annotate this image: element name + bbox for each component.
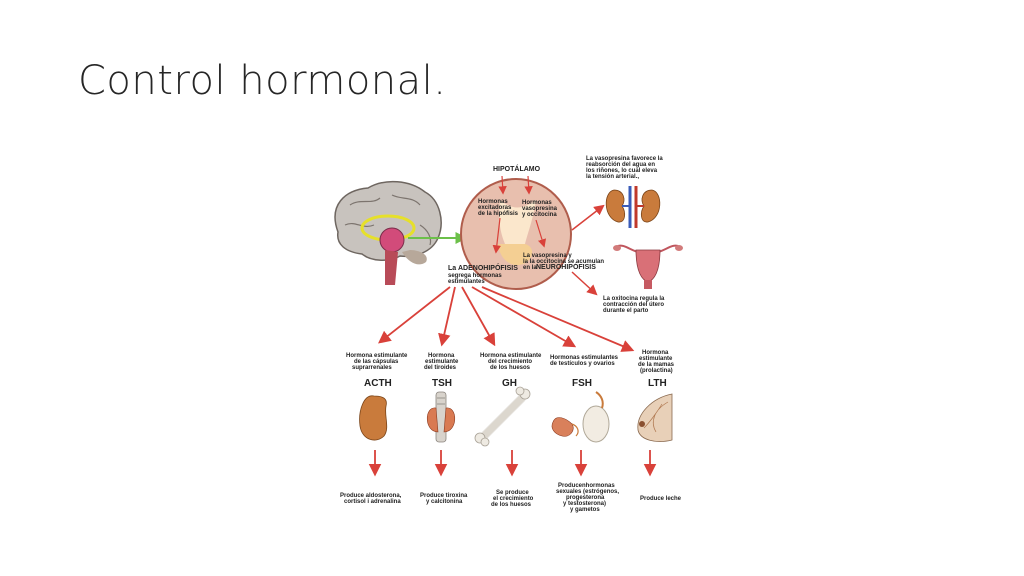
tsh-effect-line-1: Produce tiroxina bbox=[420, 493, 468, 499]
fsh-effect-line-2: sexuales (estrógenos, bbox=[556, 489, 619, 495]
neuro-note-line-1: La vasopresina y bbox=[523, 253, 572, 259]
fsh-effect-line-4: y testosterona) bbox=[563, 501, 606, 507]
tsh-effect-line-2: y calcitonina bbox=[426, 499, 463, 505]
neurohypophysis-label: NEUROHIPÓFISIS bbox=[536, 262, 596, 271]
fsh-abbr: FSH bbox=[572, 378, 592, 389]
uterus-note-line-2: contracción del útero bbox=[603, 302, 664, 308]
brain-icon bbox=[334, 180, 442, 285]
thyroid-icon bbox=[426, 391, 456, 443]
hormone-column-gh: Hormona estimulante del crecimiento de l… bbox=[474, 353, 542, 508]
lth-desc-line-2: estimulante bbox=[639, 356, 673, 362]
fsh-effect-line-3: progesterona bbox=[566, 495, 605, 501]
vasopressin-hormones-line-1: Hormonas bbox=[522, 200, 552, 206]
uterus-note-line-3: durante el parto bbox=[603, 308, 649, 314]
gonads-icon bbox=[551, 391, 610, 443]
adeno-name: ADENOHIPÓFISIS bbox=[458, 263, 518, 272]
tsh-desc-line-2: estimulante bbox=[425, 359, 459, 365]
gh-desc-line-3: de los huesos bbox=[490, 365, 531, 371]
tsh-desc-line-3: del tiroides bbox=[424, 365, 457, 371]
adeno-prefix: La bbox=[448, 265, 456, 272]
hormone-column-acth: Hormona estimulante de las cápsulas supr… bbox=[340, 353, 408, 505]
lth-desc-line-1: Hormona bbox=[642, 350, 669, 356]
gh-effect-line-1: Se produce bbox=[496, 490, 529, 496]
gh-abbr: GH bbox=[502, 378, 517, 389]
gh-desc-line-2: del crecimiento bbox=[488, 359, 532, 365]
fsh-desc-line-1: Hormonas estimulantes bbox=[550, 355, 619, 361]
hormone-column-tsh: Hormona estimulante del tiroides TSH Pro… bbox=[420, 353, 468, 505]
acth-desc-line-1: Hormona estimulante bbox=[346, 353, 408, 359]
gh-desc-line-1: Hormona estimulante bbox=[480, 353, 542, 359]
adeno-line-2: estimulantes bbox=[448, 279, 485, 285]
hormone-column-fsh: Hormonas estimulantes de testículos y ov… bbox=[550, 355, 619, 513]
slide-title: Control hormonal. bbox=[78, 58, 447, 104]
gh-effect-line-3: de los huesos bbox=[491, 502, 532, 508]
vasopressin-hormones-line-3: y occitocina bbox=[522, 212, 557, 218]
acth-desc-line-3: suprarrenales bbox=[352, 365, 392, 371]
adrenal-gland-icon bbox=[359, 395, 388, 441]
fsh-desc-line-2: de testículos y ovarios bbox=[550, 361, 615, 367]
excitatory-hormones-line-3: de la hipófisis bbox=[478, 211, 519, 217]
lth-abbr: LTH bbox=[648, 378, 667, 389]
kidney-note-line-2: reabsorción del agua en bbox=[586, 162, 655, 168]
acth-effect-line-1: Produce aldosterona, bbox=[340, 493, 402, 499]
bone-icon bbox=[474, 386, 531, 447]
acth-effect-line-2: cortisol i adrenalina bbox=[344, 499, 401, 505]
acth-desc-line-2: de las cápsulas bbox=[354, 359, 399, 365]
kidney-note-line-3: los riñones, lo cual eleva bbox=[586, 168, 658, 174]
vasopressin-hormones-line-2: vasopresina bbox=[522, 206, 558, 212]
kidney-note-line-4: la tensión arterial., bbox=[586, 174, 639, 180]
tsh-abbr: TSH bbox=[432, 378, 452, 389]
neuro-note-line-2: la la occitocina se acumulan bbox=[523, 259, 604, 265]
neuro-note-line-3: en la bbox=[523, 265, 537, 271]
gh-effect-line-2: el crecimiento bbox=[493, 496, 534, 502]
kidney-note-line-1: La vasopresina favorece la bbox=[586, 156, 663, 162]
breast-icon bbox=[637, 393, 673, 442]
fsh-effect-line-5: y gametos bbox=[570, 507, 600, 513]
lth-effect-line-1: Produce leche bbox=[640, 496, 682, 502]
uterus-icon bbox=[613, 244, 683, 289]
uterus-note-line-1: La oxitocina regula la bbox=[603, 296, 665, 302]
lth-desc-line-3: de la mamas bbox=[638, 362, 675, 368]
excitatory-hormones-line-2: excitadoras bbox=[478, 205, 512, 211]
hormone-column-lth: Hormona estimulante de la mamas (prolact… bbox=[637, 350, 682, 502]
lth-desc-line-4: (prolactina) bbox=[640, 368, 673, 374]
hormone-arrows bbox=[378, 286, 635, 352]
acth-abbr: ACTH bbox=[364, 378, 392, 389]
tsh-desc-line-1: Hormona bbox=[428, 353, 455, 359]
fsh-effect-line-1: Producenhormonas bbox=[558, 483, 615, 489]
hypothalamus-title: HIPOTÁLAMO bbox=[493, 164, 541, 173]
pituitary-circle bbox=[460, 178, 572, 290]
excitatory-hormones-line-1: Hormonas bbox=[478, 199, 508, 205]
adeno-line-1: segrega hormonas bbox=[448, 273, 502, 279]
kidneys-icon bbox=[605, 186, 661, 228]
